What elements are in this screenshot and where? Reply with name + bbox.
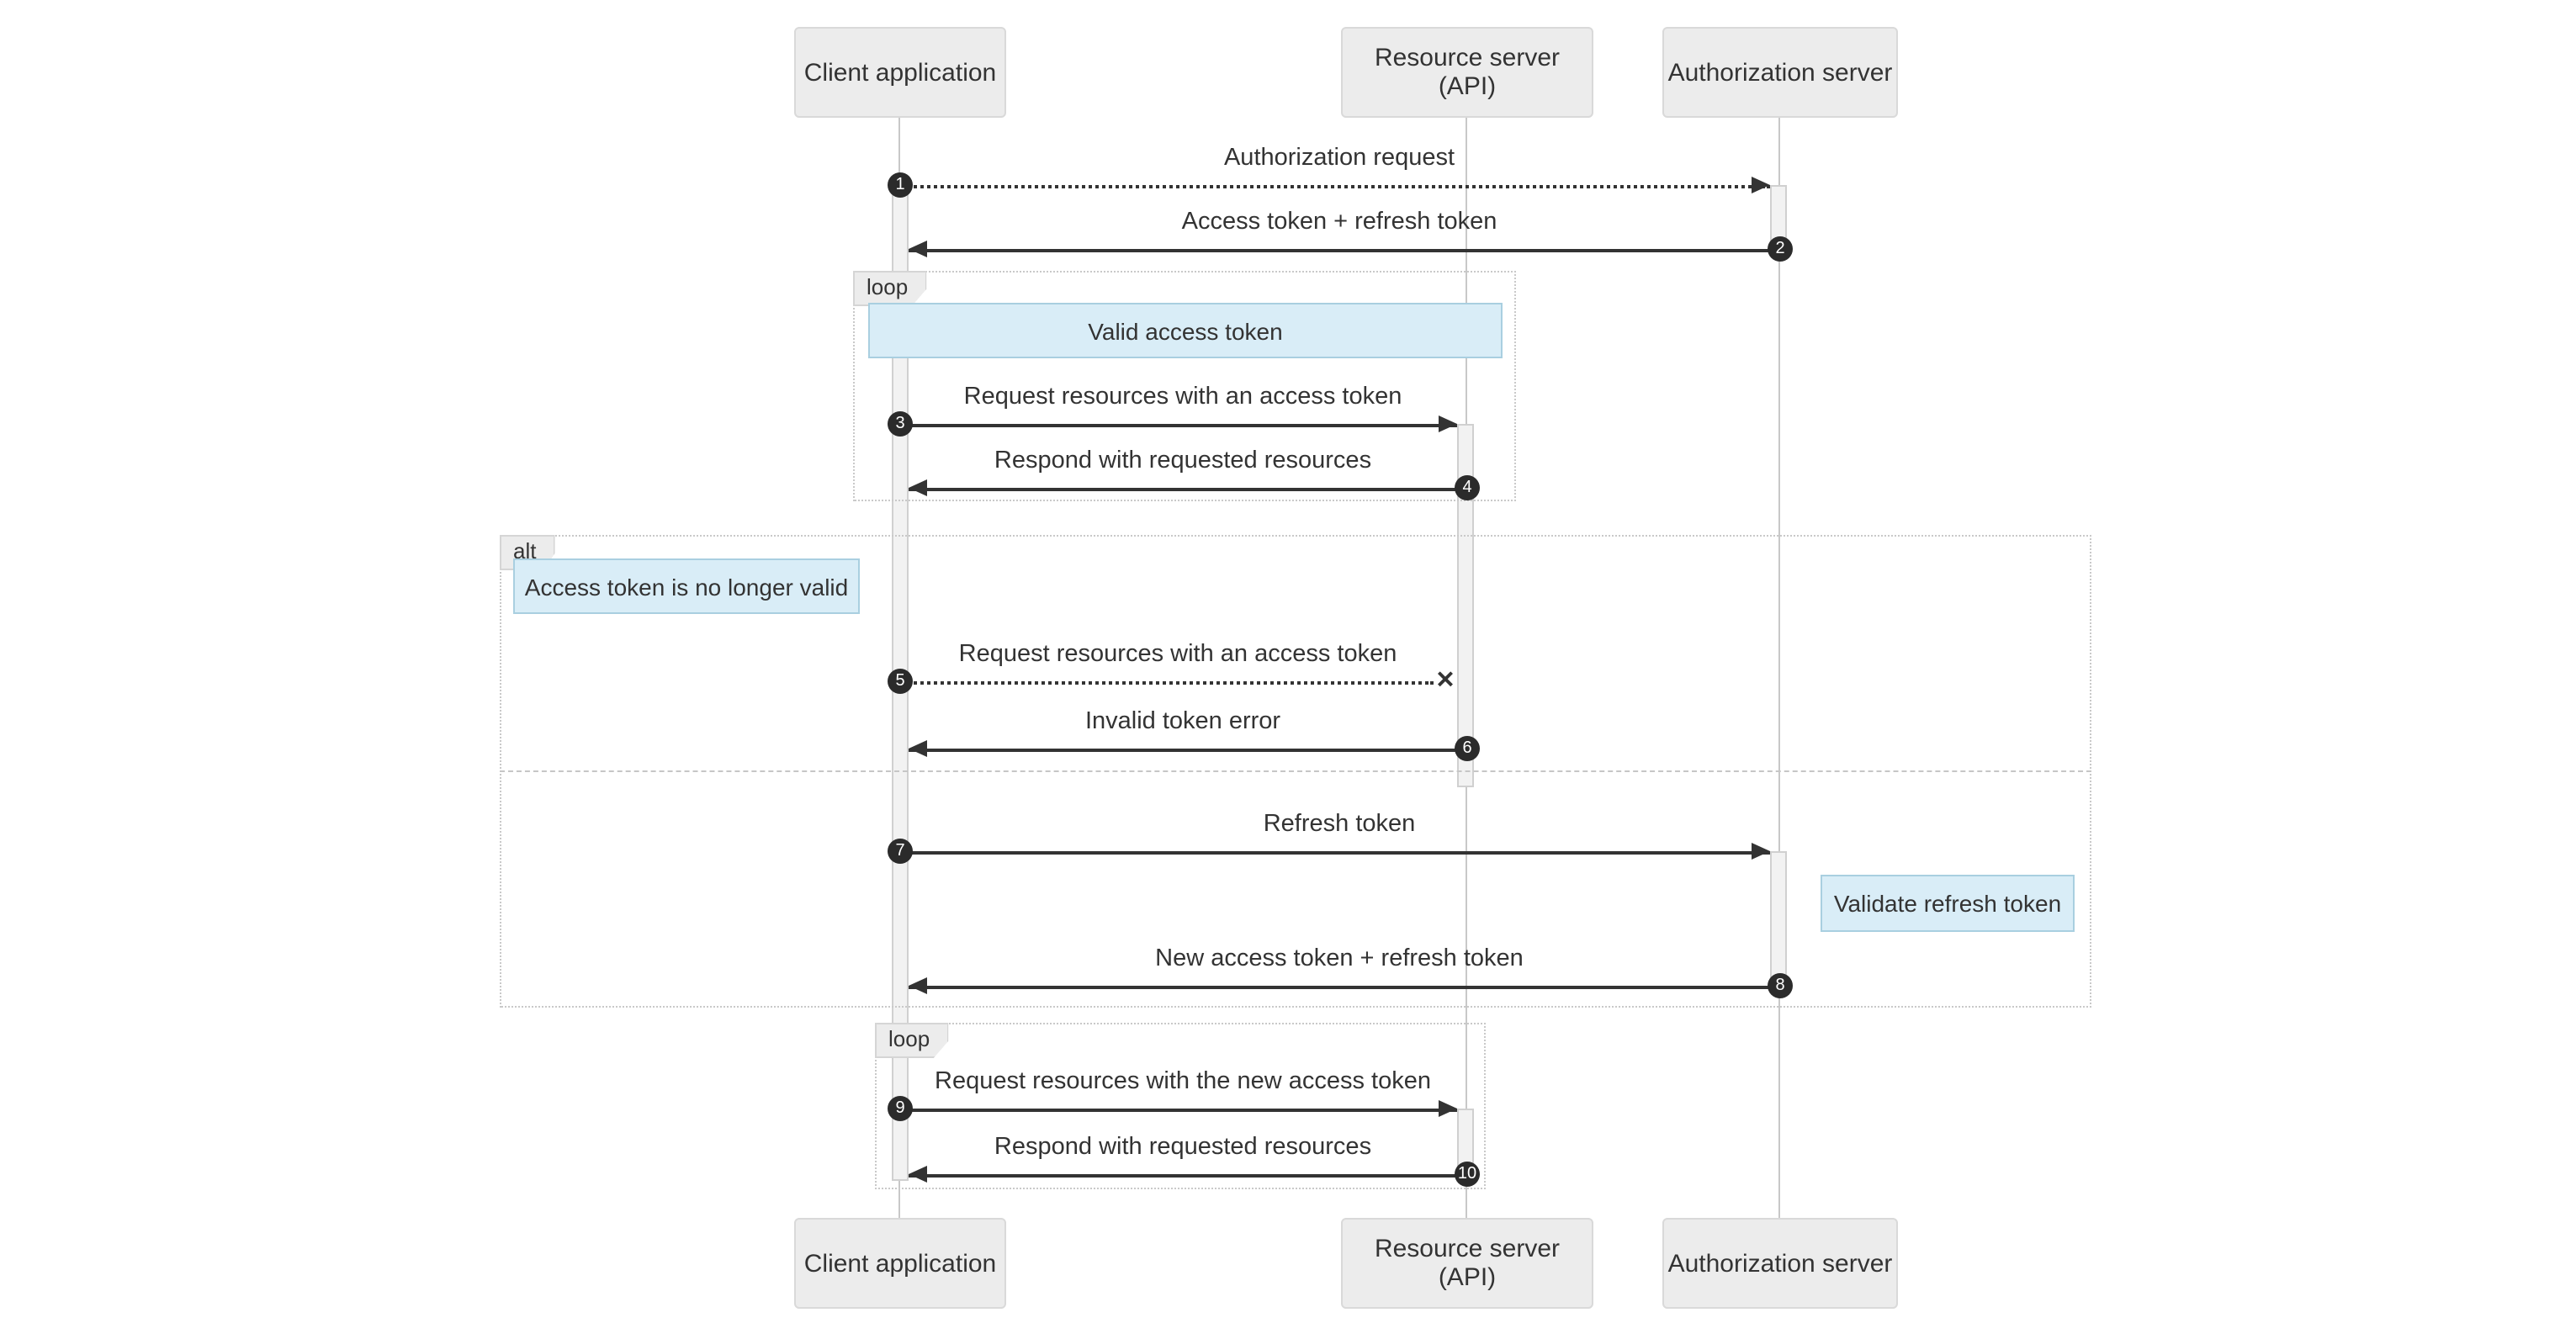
message-9-label: Request resources with the new access to… (935, 1068, 1431, 1095)
message-7-label: Refresh token (1263, 811, 1416, 838)
actor-client-top: Client application (794, 27, 1006, 118)
sequence-number-4: 4 (1455, 475, 1480, 500)
actor-resource-top-label: Resource server (API) (1374, 44, 1561, 101)
sequence-number-2: 2 (1768, 236, 1793, 262)
message-8-line (909, 986, 1770, 989)
message-7-arrowhead (1752, 843, 1770, 860)
note-valid-access-token: Valid access token (868, 303, 1503, 358)
message-3-line (909, 424, 1457, 427)
loop-frame-2-label-text: loop (888, 1026, 930, 1051)
sequence-number-9: 9 (888, 1096, 913, 1121)
message-2-arrowhead (909, 241, 927, 257)
message-8-label: New access token + refresh token (1155, 945, 1524, 972)
message-10-line (909, 1174, 1457, 1178)
note-valid-access-token-text: Valid access token (1088, 317, 1283, 344)
message-3-arrowhead (1439, 415, 1457, 432)
loop-frame-1-label-text: loop (867, 274, 909, 299)
message-7-line (909, 851, 1770, 855)
message-1-label: Authorization request (1223, 145, 1455, 172)
message-4-label: Respond with requested resources (994, 447, 1372, 474)
message-5-line (909, 681, 1434, 685)
message-3-label: Request resources with an access token (963, 384, 1402, 410)
message-2-label: Access token + refresh token (1181, 209, 1497, 236)
sequence-number-6: 6 (1455, 736, 1480, 761)
actor-client-top-label: Client application (803, 58, 997, 87)
actor-auth-top: Authorization server (1662, 27, 1898, 118)
message-8-arrowhead (909, 977, 927, 994)
message-4-line (909, 488, 1457, 491)
actor-auth-bottom: Authorization server (1662, 1218, 1898, 1309)
sequence-number-10: 10 (1455, 1162, 1480, 1187)
message-5-cross-arrowhead: ✕ (1435, 665, 1455, 693)
actor-auth-bottom-label: Authorization server (1667, 1249, 1893, 1278)
actor-resource-bottom: Resource server (API) (1341, 1218, 1593, 1309)
lifeline-authorization-server (1778, 118, 1780, 1221)
message-6-arrowhead (909, 740, 927, 757)
loop-frame-2-label: loop (875, 1023, 949, 1058)
message-6-line (909, 749, 1457, 752)
actor-auth-top-label: Authorization server (1667, 58, 1893, 87)
note-token-no-longer-valid: Access token is no longer valid (513, 558, 860, 614)
loop-frame-2 (875, 1023, 1486, 1189)
message-1-arrowhead (1752, 177, 1770, 193)
message-5-label: Request resources with an access token (958, 641, 1397, 668)
loop-frame-1 (853, 271, 1516, 501)
sequence-number-3: 3 (888, 411, 913, 437)
message-9-line (909, 1109, 1457, 1112)
message-4-arrowhead (909, 479, 927, 496)
note-token-no-longer-valid-text: Access token is no longer valid (524, 573, 849, 600)
note-validate-refresh-token: Validate refresh token (1821, 875, 2075, 932)
message-6-label: Invalid token error (1084, 708, 1281, 735)
sequence-number-1: 1 (888, 172, 913, 198)
actor-resource-bottom-label: Resource server (API) (1374, 1235, 1561, 1292)
loop-frame-1-label: loop (853, 271, 927, 306)
sequence-number-7: 7 (888, 839, 913, 864)
message-1-line (909, 185, 1770, 188)
message-10-label: Respond with requested resources (994, 1134, 1372, 1161)
note-validate-refresh-token-text: Validate refresh token (1833, 890, 2062, 917)
message-10-arrowhead (909, 1166, 927, 1183)
activation-resource-1 (1457, 424, 1474, 787)
actor-client-bottom-label: Client application (803, 1249, 997, 1278)
sequence-number-8: 8 (1768, 973, 1793, 998)
message-2-line (909, 249, 1770, 252)
message-9-arrowhead (1439, 1100, 1457, 1117)
alt-divider (500, 770, 2091, 772)
sequence-number-5: 5 (888, 669, 913, 694)
actor-client-bottom: Client application (794, 1218, 1006, 1309)
actor-resource-top: Resource server (API) (1341, 27, 1593, 118)
